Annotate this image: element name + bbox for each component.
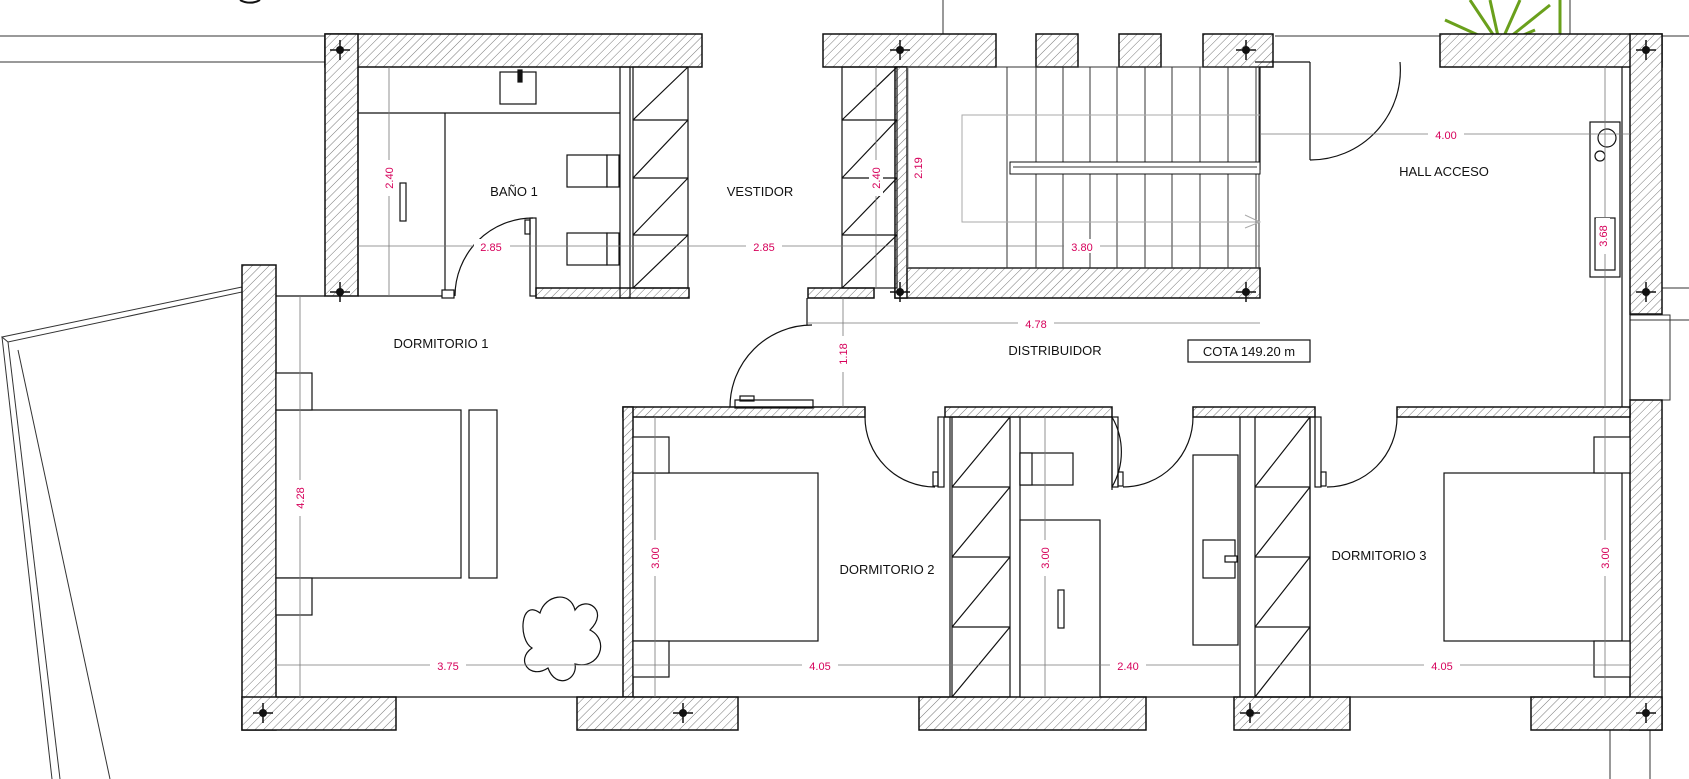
dimension-labels-vertical: 2.40 2.40 2.19 3.68 1.18 4.28 3.00 3.00 … <box>293 150 1612 576</box>
dim-label: 4.28 <box>295 487 307 508</box>
dim-label: 3.68 <box>1598 225 1610 246</box>
room-label-dorm1: DORMITORIO 1 <box>393 336 488 351</box>
staircase <box>906 66 1262 269</box>
room-label-distribuidor: DISTRIBUIDOR <box>1008 343 1101 358</box>
dim-label: 2.40 <box>384 167 396 188</box>
dimension-lines <box>276 67 1630 697</box>
walls <box>241 33 1663 731</box>
cota-label: COTA 149.20 m <box>1203 344 1295 359</box>
doors <box>454 61 1401 490</box>
room-label-bano1: BAÑO 1 <box>490 184 538 199</box>
dim-label: 2.85 <box>753 242 774 254</box>
bathroom-fixtures <box>358 69 620 299</box>
dim-label: 2.85 <box>480 242 501 254</box>
cota-box <box>1187 339 1311 363</box>
wardrobes <box>632 66 1311 698</box>
dim-label: 3.00 <box>650 547 662 568</box>
room-label-dorm2: DORMITORIO 2 <box>839 562 934 577</box>
dim-label: 3.00 <box>1600 547 1612 568</box>
interior-lines <box>276 61 1631 698</box>
dim-label: 2.40 <box>1117 661 1138 673</box>
dim-label: 3.75 <box>437 661 458 673</box>
partial-arc <box>239 0 261 4</box>
dim-label: 4.78 <box>1025 319 1046 331</box>
room-label-vestidor: VESTIDOR <box>727 184 793 199</box>
dim-label: 1.18 <box>838 343 850 364</box>
dim-label: 4.05 <box>809 661 830 673</box>
dim-label: 4.05 <box>1431 661 1452 673</box>
room-label-hall: HALL ACCESO <box>1399 164 1489 179</box>
dim-label: 2.40 <box>871 167 883 188</box>
dim-label: 2.19 <box>913 157 925 178</box>
dim-label: 4.00 <box>1435 130 1456 142</box>
dimension-labels: 4.00 2.85 2.85 3.80 4.78 3.75 4.05 2.40 … <box>430 127 1464 673</box>
room-label-dorm3: DORMITORIO 3 <box>1331 548 1426 563</box>
dim-label: 3.00 <box>1040 547 1052 568</box>
dim-label: 3.80 <box>1071 242 1092 254</box>
